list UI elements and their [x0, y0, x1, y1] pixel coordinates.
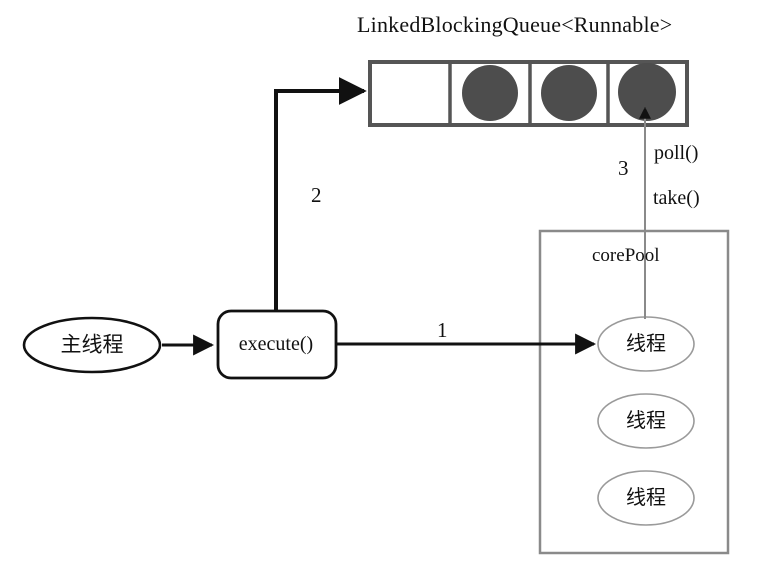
core-pool-label: corePool	[592, 245, 660, 266]
queue-task-token	[462, 65, 518, 121]
worker-thread-ellipse	[597, 393, 695, 449]
arrow-execute-to-queue	[274, 77, 367, 311]
poll-method-label: poll()	[654, 142, 699, 164]
queue-task-token	[618, 63, 676, 121]
worker-thread-label: 线程	[626, 487, 666, 509]
main-thread-label: 主线程	[60, 332, 124, 357]
step-number-2: 2	[311, 183, 322, 207]
worker-thread-label: 线程	[626, 333, 666, 355]
step-number-3: 3	[618, 156, 629, 180]
take-method-label: take()	[653, 187, 700, 209]
main-thread-ellipse	[22, 316, 162, 374]
worker-thread-ellipse	[597, 470, 695, 526]
step-number-1: 1	[437, 318, 448, 342]
queue-box	[368, 60, 689, 127]
worker-thread-label: 线程	[626, 410, 666, 432]
execute-label: execute()	[238, 333, 314, 355]
core-pool-box	[538, 229, 730, 555]
queue-title: LinkedBlockingQueue<Runnable>	[357, 12, 673, 37]
queue-task-token	[541, 65, 597, 121]
core-pool-border	[538, 229, 730, 555]
